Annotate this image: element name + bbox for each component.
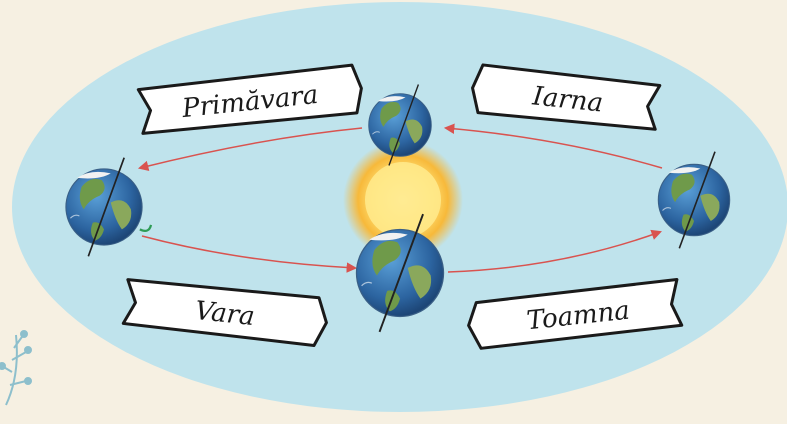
frost-plant-icon [0,331,31,405]
label-summer: Vara [193,296,256,332]
